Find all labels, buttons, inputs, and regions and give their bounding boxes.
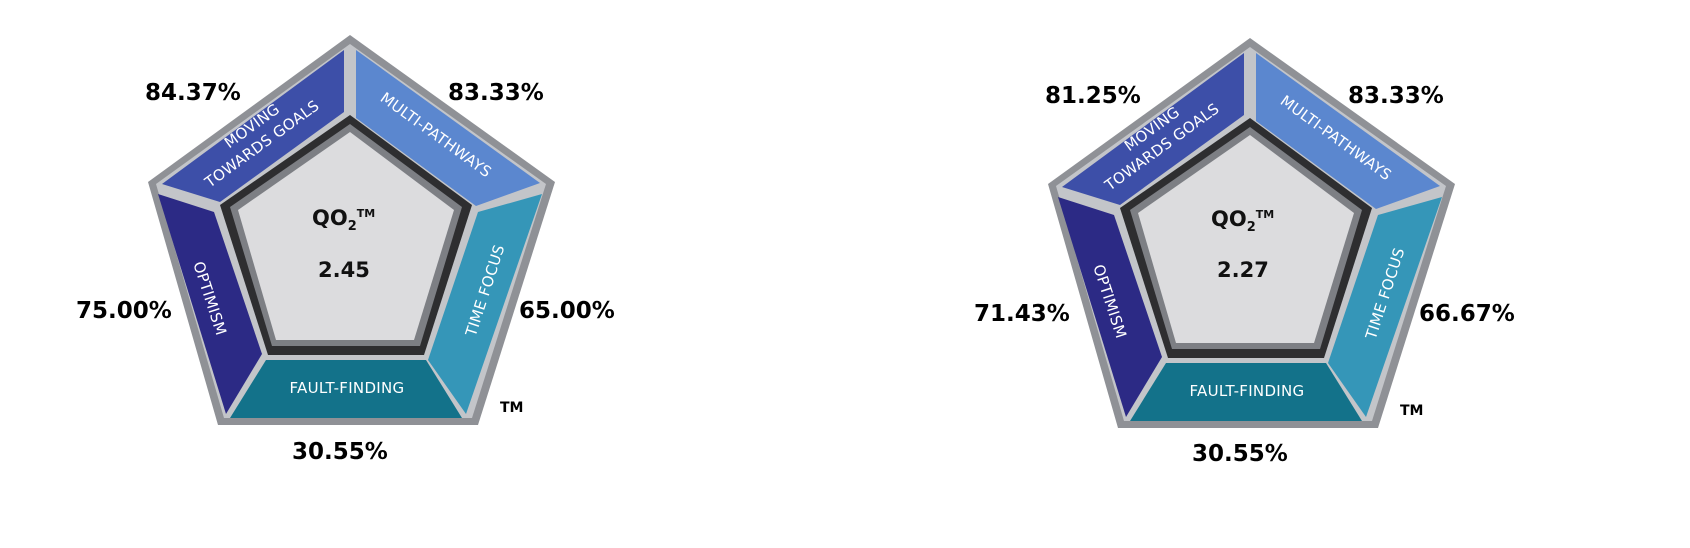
qo2-diagram-left: MOVING TOWARDS GOALS MULTI-PATHWAYS TIME… (76, 35, 615, 465)
pentagon-graphic: MOVING TOWARDS GOALS MULTI-PATHWAYS TIME… (148, 35, 555, 425)
percent-optimism: 75.00% (76, 298, 172, 324)
center-face (238, 132, 454, 340)
center-title: QO2TM (1211, 207, 1275, 236)
percent-moving-towards-goals: 84.37% (145, 80, 241, 106)
percent-multi-pathways: 83.33% (1348, 83, 1444, 109)
center-face (1138, 135, 1354, 343)
segment-multi-pathways (356, 50, 540, 206)
segment-moving-towards-goals (162, 50, 344, 202)
segment-time-focus (1328, 197, 1442, 417)
center-score: 2.27 (1217, 258, 1269, 282)
center-title: QO2TM (312, 206, 376, 235)
segment-multi-pathways (1256, 53, 1440, 209)
trademark-mark: TM (500, 400, 524, 416)
percent-time-focus: 65.00% (519, 298, 615, 324)
percent-moving-towards-goals: 81.25% (1045, 83, 1141, 109)
segment-moving-towards-goals (1062, 53, 1244, 205)
center-score: 2.45 (318, 258, 370, 282)
percent-optimism: 71.43% (974, 301, 1070, 327)
pentagon-graphic: MOVING TOWARDS GOALS MULTI-PATHWAYS TIME… (1048, 38, 1455, 428)
percent-fault-finding: 30.55% (292, 439, 388, 465)
segment-fault-finding (230, 360, 462, 418)
trademark-mark: TM (1400, 403, 1424, 419)
percent-fault-finding: 30.55% (1192, 441, 1288, 467)
segment-optimism (1058, 197, 1162, 417)
segment-fault-finding (1130, 363, 1362, 421)
label-fault-finding: FAULT-FINDING (1190, 382, 1305, 400)
segment-optimism (158, 194, 262, 414)
segment-time-focus (428, 194, 542, 414)
label-fault-finding: FAULT-FINDING (290, 379, 405, 397)
percent-multi-pathways: 83.33% (448, 80, 544, 106)
percent-time-focus: 66.67% (1419, 301, 1515, 327)
qo2-diagram-right: MOVING TOWARDS GOALS MULTI-PATHWAYS TIME… (845, 0, 1690, 548)
